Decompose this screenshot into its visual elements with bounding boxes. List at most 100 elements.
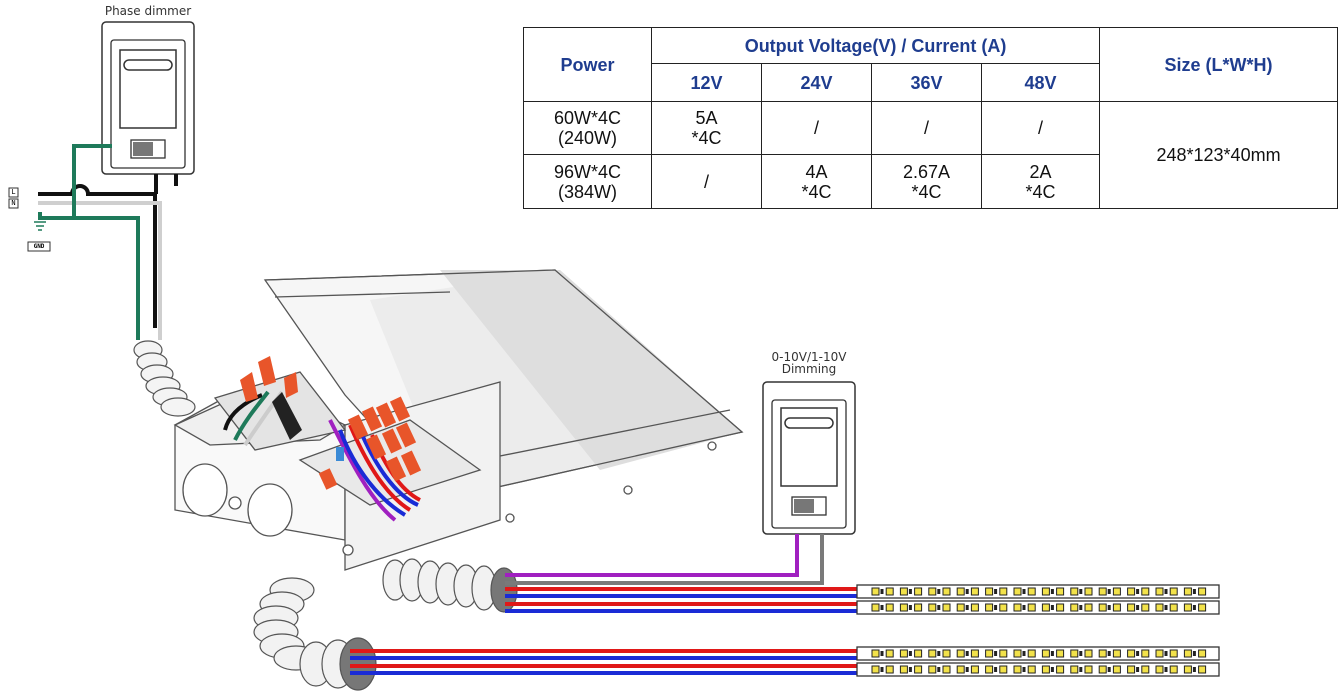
table-row: 60W*4C (240W) 5A *4C / / / 248*123*40mm [523, 101, 1339, 209]
led-strip-3 [856, 646, 1220, 661]
led-chip [1098, 587, 1107, 596]
current-value: / [813, 118, 819, 138]
led-chip [999, 603, 1008, 612]
led-chip [1183, 665, 1192, 674]
led-chip [1141, 603, 1150, 612]
led-chip [1013, 587, 1022, 596]
conduit-right [382, 558, 518, 613]
led-chip [1127, 603, 1136, 612]
resistor [1192, 667, 1196, 672]
resistor [1050, 667, 1054, 672]
led-chip [1027, 649, 1036, 658]
resistor [1136, 651, 1140, 656]
resistor [880, 589, 884, 594]
led-chip [1084, 587, 1093, 596]
voltage-header: 12V [651, 63, 762, 102]
resistor [1107, 605, 1111, 610]
resistor [937, 605, 941, 610]
current-cell: 2A *4C [980, 154, 1101, 209]
led-chip [956, 587, 965, 596]
resistor [1136, 589, 1140, 594]
channel-count: *4C [691, 128, 722, 148]
resistor [1050, 589, 1054, 594]
led-chip [1198, 665, 1207, 674]
led-chip [1056, 603, 1065, 612]
power-total: (384W) [557, 181, 617, 202]
resistor [1022, 589, 1026, 594]
resistor [1107, 667, 1111, 672]
voltage-header: 36V [871, 63, 982, 102]
led-chip [928, 649, 937, 658]
line-tag: L [11, 188, 16, 196]
led-chip [1127, 665, 1136, 674]
led-chip [885, 649, 894, 658]
led-chip [885, 665, 894, 674]
resistor [1022, 667, 1026, 672]
resistor [1050, 651, 1054, 656]
power-header: Power [523, 27, 652, 102]
phase-dimmer-label: Phase dimmer [104, 4, 192, 18]
resistor [1164, 605, 1168, 610]
resistor [1022, 605, 1026, 610]
led-chip [1198, 649, 1207, 658]
current-value: 5A [695, 108, 718, 128]
led-chip [1070, 603, 1079, 612]
led-chip [1183, 603, 1192, 612]
led-chip [970, 603, 979, 612]
led-chip [956, 603, 965, 612]
led-chip [985, 603, 994, 612]
power-cell: 96W*4C (384W) [523, 154, 652, 209]
led-chip [1084, 649, 1093, 658]
led-chip [1098, 603, 1107, 612]
led-strip-2 [856, 600, 1220, 615]
resistor [994, 651, 998, 656]
led-chip [1013, 649, 1022, 658]
led-chip [1027, 603, 1036, 612]
led-chip [899, 649, 908, 658]
current-cell: 2.67A *4C [871, 154, 982, 209]
led-chip [1041, 603, 1050, 612]
led-chip [1098, 649, 1107, 658]
led-chip [942, 665, 951, 674]
resistor [908, 667, 912, 672]
neutral-tag: N [11, 199, 16, 207]
led-chip [1155, 649, 1164, 658]
led-chip [899, 665, 908, 674]
led-chip [899, 587, 908, 596]
led-chip [1041, 649, 1050, 658]
led-chip [1169, 587, 1178, 596]
led-chip [1041, 587, 1050, 596]
resistor [1192, 605, 1196, 610]
channel-count: *4C [801, 181, 832, 202]
resistor [1136, 605, 1140, 610]
resistor [965, 605, 969, 610]
led-chip [1112, 649, 1121, 658]
led-chip [1027, 587, 1036, 596]
resistor [994, 605, 998, 610]
led-chip [1155, 603, 1164, 612]
led-chip [985, 587, 994, 596]
resistor [1079, 589, 1083, 594]
resistor [937, 589, 941, 594]
resistor [880, 605, 884, 610]
dimming-label-line2: Dimming [781, 362, 837, 376]
output-connectors [318, 396, 422, 522]
current-cell: / [651, 154, 762, 209]
size-value: 248*123*40mm [1099, 101, 1339, 209]
led-chip [1056, 649, 1065, 658]
phase-dimmer-switch [101, 21, 195, 175]
led-chip [956, 649, 965, 658]
led-chip [1070, 665, 1079, 674]
power-total: (240W) [557, 128, 617, 148]
led-chip [885, 587, 894, 596]
output-header: Output Voltage(V) / Current (A) [650, 27, 1101, 64]
current-value: 4A [805, 161, 828, 182]
power-supply-box [173, 269, 744, 571]
current-value: / [923, 118, 929, 138]
resistor [908, 605, 912, 610]
led-chip [1141, 649, 1150, 658]
led-chip [1183, 649, 1192, 658]
led-chip [1112, 587, 1121, 596]
led-chip [1098, 665, 1107, 674]
channel-count: *4C [1025, 181, 1056, 202]
